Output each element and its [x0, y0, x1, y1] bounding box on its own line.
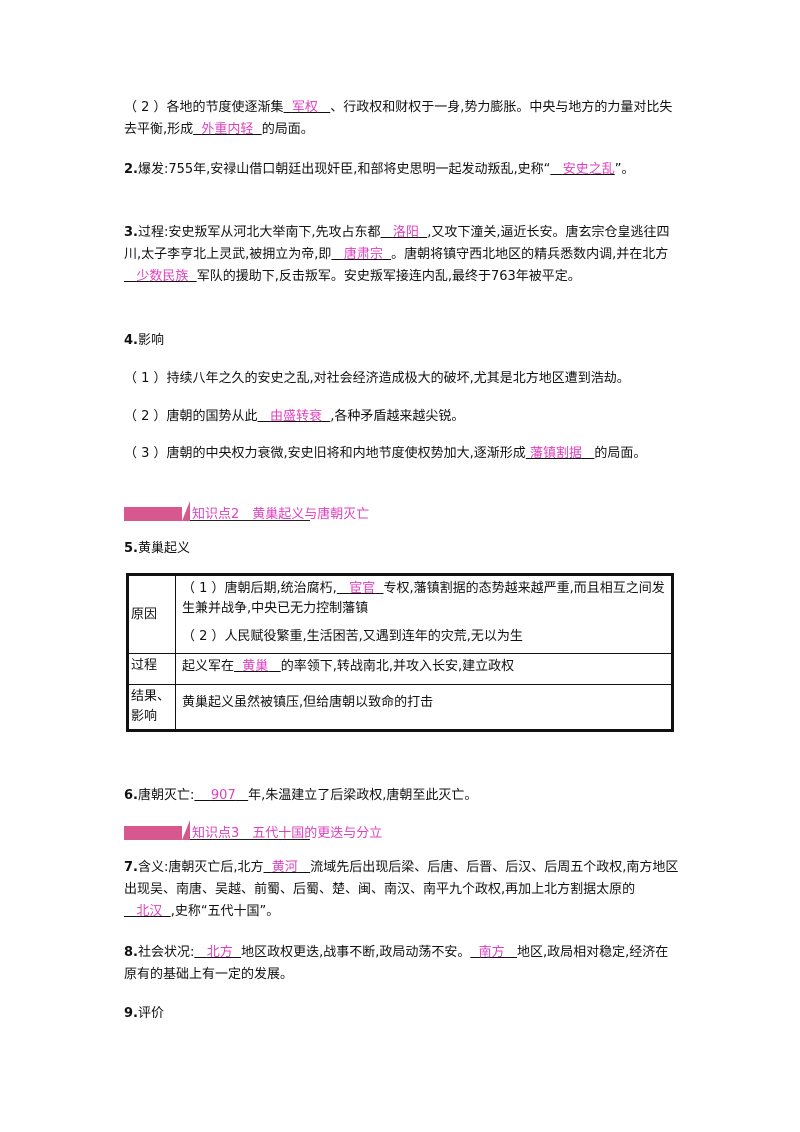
paragraph-five-dynasties: 7.含义:唐朝灭亡后,北方 黄河 流域先后出现后梁、后唐、后晋、后汉、后周五个政…: [124, 857, 680, 923]
table-row: 过程 起义军在 黄巢 的率领下,转战南北,并攻入长安,建立政权: [127, 653, 673, 685]
blank-answer: 宦官: [349, 581, 376, 596]
blank-answer: 黄河: [271, 860, 298, 875]
table-row: 结果、影响 黄巢起义虽然被镇压,但给唐朝以致命的打击: [127, 684, 673, 731]
paragraph-influence-1: （ 1 ）持续八年之久的安史之乱,对社会经济造成极大的破坏,尤其是北方地区遭到浩…: [124, 371, 630, 386]
row-header-process: 过程: [127, 653, 176, 685]
paragraph-process: 3.过程:安史叛军从河北大举南下,先攻占东都 洛阳 ,又攻下潼关,逼近长安。唐玄…: [124, 222, 680, 288]
section-title: 知识点3 五代十国的更迭与分立: [192, 826, 383, 841]
paragraph-influence-3: （ 3 ）唐朝的中央权力衰微,安史旧将和内地节度使权势加大,逐渐形成 藩镇割据 …: [124, 443, 680, 465]
blank-answer: 外重内轻: [201, 122, 254, 137]
blank-answer: 藩镇割据: [529, 446, 582, 461]
blank-answer: 北汉: [136, 904, 163, 919]
paragraph-social-status: 8.社会状况: 北方 地区政权更迭,战事不断,政局动荡不安。 南方 地区,政局相…: [124, 942, 680, 986]
section-marker: [124, 507, 182, 521]
blank-answer: 由盛转衰: [269, 409, 322, 424]
blank-answer: 唐肃宗: [343, 247, 383, 262]
blank-answer: 北方: [206, 945, 233, 960]
paragraph-influence-2: （ 2 ）唐朝的国势从此 由盛转衰 ,各种矛盾越来越尖锐。: [124, 406, 680, 428]
blank-answer: 黄巢: [242, 659, 269, 674]
blank-answer: 少数民族: [136, 269, 189, 284]
section-marker: [124, 826, 182, 840]
section-underline: [190, 520, 310, 521]
table-row: 原因 （ 1 ）唐朝后期,统治腐朽, 宦官 专权,藩镇割据的态势越来越严重,而且…: [127, 574, 673, 654]
row-header-cause: 原因: [127, 574, 176, 654]
heading-influence: 4.影响: [124, 333, 164, 348]
process-cell: 起义军在 黄巢 的率领下,转战南北,并攻入长安,建立政权: [175, 653, 673, 685]
heading-huangchao: 5.黄巢起义: [124, 541, 190, 556]
section-marker-tip: [182, 820, 190, 840]
blank-answer: 洛阳: [392, 225, 419, 240]
row-header-result: 结果、影响: [127, 684, 176, 731]
section-title: 知识点2 黄巢起义与唐朝灭亡: [192, 507, 370, 522]
result-cell: 黄巢起义虽然被镇压,但给唐朝以致命的打击: [175, 684, 673, 731]
blank-answer: 安史之乱: [562, 162, 615, 177]
huangchao-table: 原因 （ 1 ）唐朝后期,统治腐朽, 宦官 专权,藩镇割据的态势越来越严重,而且…: [126, 573, 674, 732]
paragraph-outbreak: 2.爆发:755年,安禄山借口朝廷出现奸臣,和部将史思明一起发动叛乱,史称“ 安…: [124, 159, 680, 181]
heading-evaluation: 9.评价: [124, 1006, 164, 1021]
blank-answer: 南方: [478, 945, 505, 960]
section-marker-tip: [182, 501, 190, 521]
section-underline: [190, 839, 310, 840]
paragraph-jiedushi: （ 2 ）各地的节度使逐渐集 军权 、行政权和财权于一身,势力膨胀。中央与地方的…: [124, 97, 680, 141]
paragraph-tang-fall: 6.唐朝灭亡: 907 年,朱温建立了后梁政权,唐朝至此灭亡。: [124, 785, 680, 807]
cause-cell: （ 1 ）唐朝后期,统治腐朽, 宦官 专权,藩镇割据的态势越来越严重,而且相互之…: [175, 574, 673, 654]
blank-answer: 907: [210, 788, 236, 803]
blank-answer: 军权: [291, 100, 318, 115]
